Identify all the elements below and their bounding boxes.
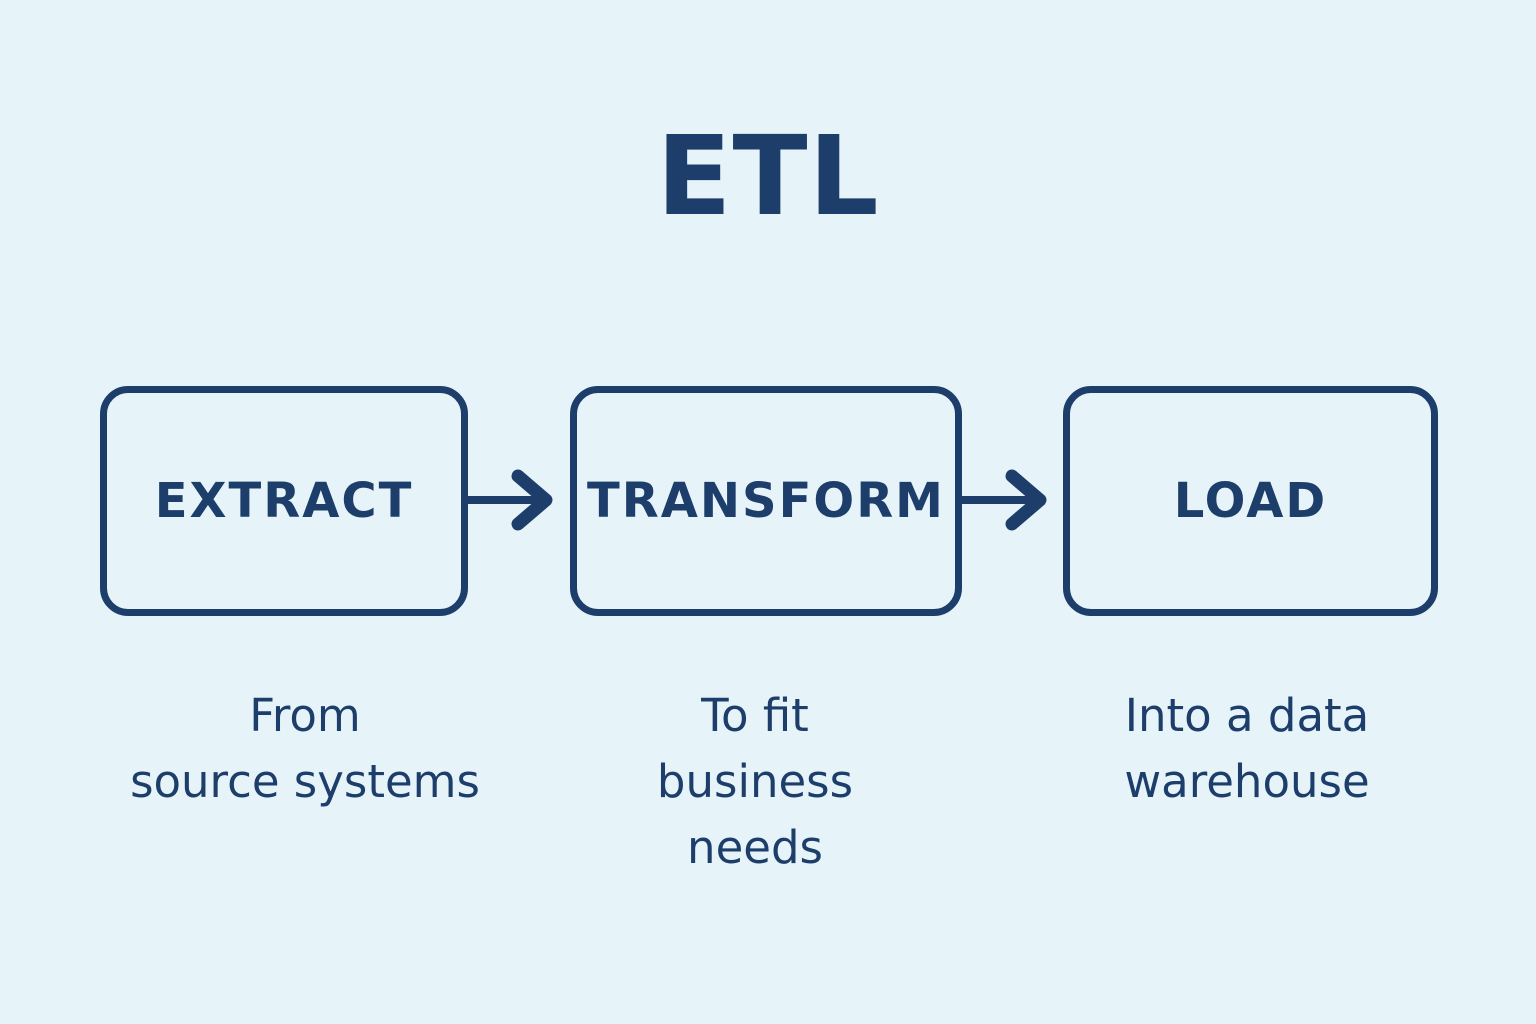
- caption-line: Into a data: [1124, 689, 1370, 742]
- step-box-extract: EXTRACT: [100, 386, 468, 616]
- diagram-title: ETL: [656, 112, 880, 240]
- caption-line: needs: [687, 821, 823, 874]
- step-box-transform: TRANSFORM: [570, 386, 962, 616]
- arrow-right-icon: [956, 469, 1047, 531]
- step-label-transform: TRANSFORM: [587, 473, 945, 529]
- step-box-load: LOAD: [1063, 386, 1438, 616]
- arrow-right-icon: [462, 469, 553, 531]
- caption-line: From: [249, 689, 361, 742]
- caption-line: source systems: [130, 755, 480, 808]
- step-caption-transform: To fit business needs: [555, 683, 955, 881]
- caption-line: warehouse: [1124, 755, 1370, 808]
- step-label-extract: EXTRACT: [154, 473, 414, 529]
- caption-line: To fit: [701, 689, 809, 742]
- caption-line: business: [656, 755, 854, 808]
- step-caption-load: Into a data warehouse: [1047, 683, 1447, 815]
- step-caption-extract: From source systems: [85, 683, 525, 815]
- step-label-load: LOAD: [1173, 473, 1328, 529]
